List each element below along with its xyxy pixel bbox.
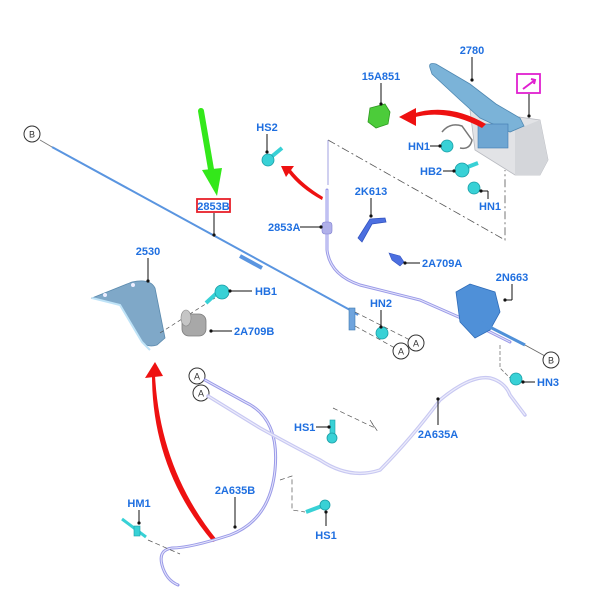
label-2A635B: 2A635B — [215, 485, 255, 529]
connector-a-mid-2: A — [392, 342, 410, 360]
label-2N663: 2N663 — [496, 272, 528, 302]
svg-text:HS2: HS2 — [256, 122, 277, 134]
label-2A709A: 2A709A — [403, 258, 462, 270]
red-arrow-hs2 — [281, 166, 323, 200]
label-hn2: HN2 — [370, 298, 392, 329]
label-hn3: HN3 — [521, 377, 559, 389]
connector-b-right: B — [542, 351, 560, 369]
red-arrow-lower — [145, 362, 217, 542]
assembly-outline — [327, 139, 506, 241]
svg-text:A: A — [194, 372, 200, 382]
label-hn1-top: HN1 — [408, 141, 442, 153]
label-2A635A: 2A635A — [418, 397, 458, 441]
nut-hn3 — [499, 345, 523, 386]
svg-text:2780: 2780 — [460, 45, 484, 57]
label-2780: 2780 — [460, 45, 484, 82]
bracket-2530 — [90, 280, 166, 351]
cable-2A635A — [206, 375, 527, 476]
svg-text:HS1: HS1 — [315, 530, 336, 542]
red-arrow-upper — [399, 108, 486, 128]
bolt-hb2 — [454, 161, 479, 178]
svg-text:B: B — [29, 130, 35, 140]
svg-text:HN3: HN3 — [537, 377, 559, 389]
svg-text:2853B: 2853B — [197, 201, 229, 213]
handbrake-lever-2780 — [429, 63, 549, 176]
svg-text:2A709B: 2A709B — [234, 326, 274, 338]
nut-hn1-top — [440, 139, 454, 153]
label-2A709B: 2A709B — [209, 326, 274, 338]
label-hs1-upper: HS1 — [294, 422, 331, 434]
svg-text:2K613: 2K613 — [355, 186, 387, 198]
svg-text:A: A — [198, 389, 204, 399]
svg-text:B: B — [548, 356, 554, 366]
clip-2A709B — [180, 309, 207, 337]
bolt-hs1-lower — [279, 475, 331, 514]
label-hb1: HB1 — [228, 286, 277, 298]
label-hn1-bottom: HN1 — [479, 189, 501, 213]
svg-text:2N663: 2N663 — [496, 272, 528, 284]
label-hs2: HS2 — [256, 122, 278, 154]
bolt-hs1-upper — [326, 407, 379, 444]
callout-box — [516, 73, 541, 118]
svg-text:2530: 2530 — [136, 246, 160, 258]
svg-text:2A635A: 2A635A — [418, 429, 458, 441]
svg-text:HN1: HN1 — [408, 141, 430, 153]
svg-text:HN2: HN2 — [370, 298, 392, 310]
label-15A851: 15A851 — [362, 71, 401, 106]
clip-mid — [348, 307, 411, 349]
svg-text:HB1: HB1 — [255, 286, 277, 298]
label-hs1-lower: HS1 — [315, 510, 337, 542]
cable-2A635B — [159, 378, 278, 587]
bracket-2N663 — [455, 283, 546, 357]
green-arrow — [198, 108, 222, 196]
svg-text:HN1: HN1 — [479, 201, 501, 213]
connector-a-low-2: A — [192, 384, 210, 402]
bolt-hs2 — [261, 146, 284, 167]
svg-text:HM1: HM1 — [127, 498, 150, 510]
label-hb2: HB2 — [420, 166, 456, 178]
svg-text:2A709A: 2A709A — [422, 258, 462, 270]
label-hm1: HM1 — [127, 498, 151, 525]
connector-a-mid-1: A — [407, 334, 425, 352]
pin-hm1 — [121, 517, 181, 555]
svg-text:15A851: 15A851 — [362, 71, 401, 83]
nut-hn1-bottom — [467, 181, 481, 195]
svg-text:HS1: HS1 — [294, 422, 315, 434]
connector-b-left: B — [23, 125, 41, 143]
label-2853A: 2853A — [268, 222, 323, 234]
svg-text:2A635B: 2A635B — [215, 485, 255, 497]
clip-2A709A — [388, 252, 405, 267]
svg-text:A: A — [413, 339, 419, 349]
sensor-15A851 — [367, 103, 391, 129]
svg-text:A: A — [398, 347, 404, 357]
cable-2853A — [321, 140, 512, 344]
bracket-2K613 — [357, 217, 387, 243]
connector-a-low-1: A — [188, 367, 206, 385]
label-2530: 2530 — [136, 246, 160, 283]
label-2K613: 2K613 — [355, 186, 387, 218]
nut-hn2 — [375, 326, 389, 340]
svg-text:2853A: 2853A — [268, 222, 300, 234]
svg-text:HB2: HB2 — [420, 166, 442, 178]
label-2853B: 2853B — [196, 198, 231, 237]
